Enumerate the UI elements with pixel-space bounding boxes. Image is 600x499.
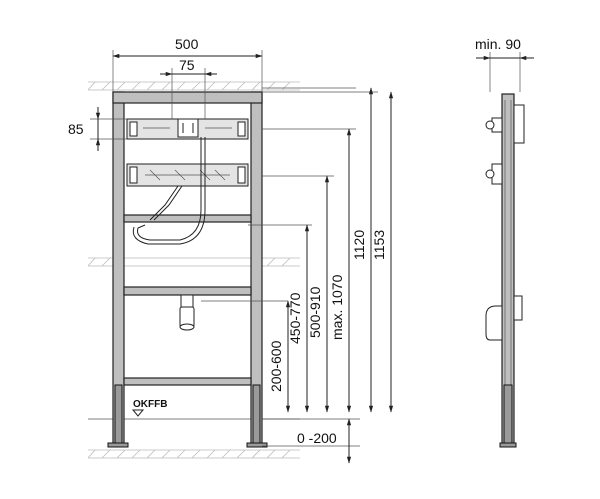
drain-connector [180,294,194,308]
lower-module-bracket-right [237,166,246,184]
side-view: min. 90 [475,36,534,448]
side-foot [503,384,513,446]
foot-left [114,384,123,447]
frame-cross-bar-lower [123,377,252,386]
dim-width-label: 500 [175,36,199,52]
foot-right [252,384,261,447]
side-drain-elbow [485,305,503,341]
wall-hatch-top [87,81,300,91]
frame-cross-bar-upper [123,214,252,223]
dim-max-1070-label: max. 1070 [329,274,345,340]
supply-hose-outer [132,137,206,245]
connection-box [177,118,199,138]
supply-hose [137,137,202,241]
frame-cross-bar-middle [123,286,252,296]
dim-450-770-label: 450-770 [287,292,303,344]
side-lower-fitting [485,169,495,179]
upper-module-bracket-left [129,121,138,137]
floor-hatch [87,449,300,459]
side-foot-plate [499,442,517,448]
dim-0-200-label: 0 -200 [297,430,337,446]
upper-module-bracket-right [237,121,246,137]
lower-module-bracket-left [129,166,138,184]
side-drain-bracket [513,295,523,321]
dim-ext-spacing [171,68,206,119]
side-upper-box [513,104,525,144]
dim-depth-label: min. 90 [475,36,521,52]
drain-outlet [179,323,195,331]
dim-500-910-label: 500-910 [307,286,323,338]
side-upper-fitting [485,120,495,130]
dim-1153-label: 1153 [371,230,387,260]
front-view: OKFFB 500 75 85 200-600 450-770 500-910 [68,36,394,464]
dim-spacing-label: 75 [179,57,195,73]
dim-mount-label: 85 [68,121,84,137]
foot-plate-left [107,442,129,448]
floor-level-label: OKFFB [133,399,167,410]
foot-plate-right [246,442,268,448]
frame-top-rail [112,91,263,104]
dim-1120-label: 1120 [351,230,367,260]
dim-200-600-label: 200-600 [268,340,284,392]
floor-level-marker [131,409,145,417]
flush-pipe [149,185,183,221]
